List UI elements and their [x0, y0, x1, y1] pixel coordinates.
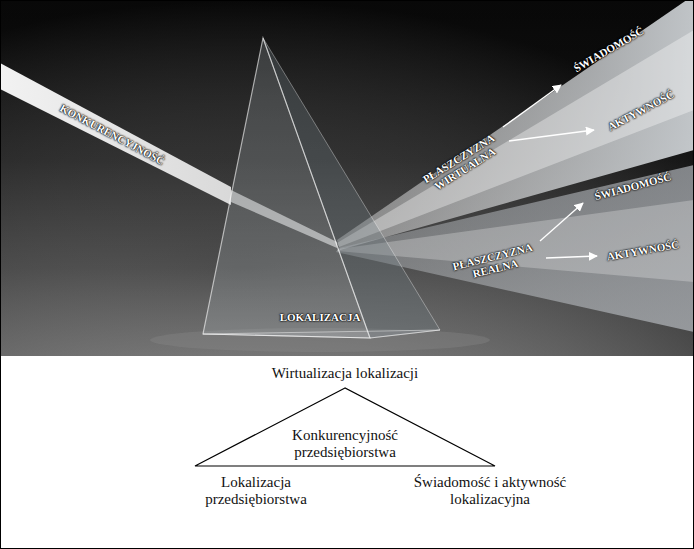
node-text: LOKALIZACJA — [280, 312, 361, 324]
vertex-label: Lokalizacja przedsiębiorstwa — [186, 474, 326, 509]
vertex-label: Świadomość i aktywność lokalizacyjna — [390, 474, 590, 509]
triangle-node: Konkurencyjność przedsiębiorstwa — [195, 388, 495, 466]
triangle-outline — [195, 388, 495, 466]
prism-reflection — [150, 328, 490, 352]
leader-arrow — [503, 85, 561, 127]
prism-base — [203, 330, 440, 338]
prism-shape-outline — [195, 30, 450, 345]
prism-shape: LOKALIZACJA — [195, 30, 450, 345]
prism-front-face — [203, 38, 370, 338]
incoming-beam — [0, 63, 231, 205]
leader-arrow — [546, 256, 597, 258]
leader-arrow — [509, 130, 594, 141]
node-text: Konkurencyjność przedsiębiorstwa — [270, 427, 420, 462]
leader-arrow — [540, 203, 583, 241]
apex-label: Wirtualizacja lokalizacji — [272, 365, 418, 382]
